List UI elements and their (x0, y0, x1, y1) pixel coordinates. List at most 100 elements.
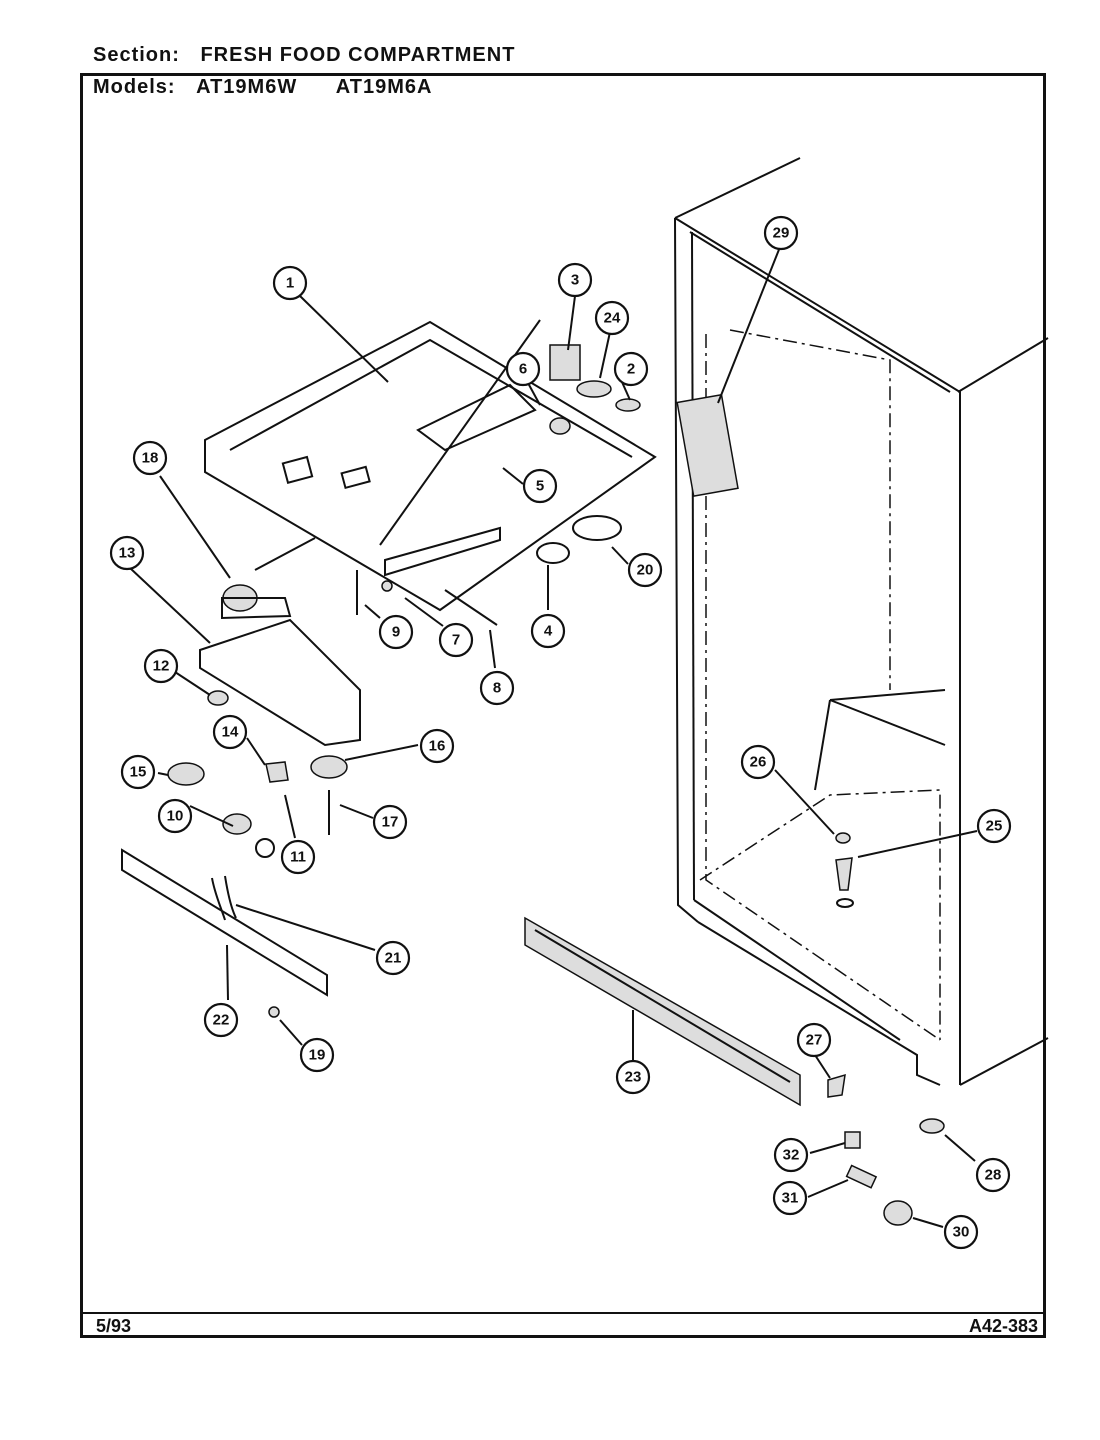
callout-number: 11 (290, 849, 306, 866)
callout-6: 6 (505, 351, 541, 387)
callout-number: 12 (153, 658, 170, 675)
callout-number: 20 (637, 562, 654, 579)
model-number: AT19M6A (335, 76, 433, 98)
callout-20: 20 (627, 552, 663, 588)
callout-22: 22 (203, 1002, 239, 1038)
callout-number: 2 (627, 361, 635, 378)
callout-number: 18 (142, 450, 159, 467)
callout-circle (975, 1157, 1011, 1193)
callout-circle (796, 1022, 832, 1058)
callout-circle (203, 1002, 239, 1038)
callout-circle (375, 940, 411, 976)
callout-number: 3 (571, 272, 579, 289)
diagram-code: A42-383 (968, 1316, 1038, 1336)
callout-number: 32 (783, 1147, 800, 1164)
section-value: FRESH FOOD COMPARTMENT (200, 44, 516, 66)
callout-circle (943, 1214, 979, 1250)
callout-19: 19 (299, 1037, 335, 1073)
models-label: Models: (93, 76, 176, 98)
callout-number: 4 (544, 623, 553, 640)
callout-23: 23 (615, 1059, 651, 1095)
callout-1: 1 (272, 265, 308, 301)
callout-circle (615, 1059, 651, 1095)
callout-number: 28 (985, 1167, 1002, 1184)
callout-4: 4 (530, 613, 566, 649)
callout-28: 28 (975, 1157, 1011, 1193)
callout-circle (976, 808, 1012, 844)
callout-circle (419, 728, 455, 764)
callout-number: 7 (452, 632, 460, 649)
callout-11: 11 (280, 839, 316, 875)
callout-group: 1234567891011121314151617181920212223242… (109, 215, 1012, 1250)
callout-17: 17 (372, 804, 408, 840)
callout-32: 32 (773, 1137, 809, 1173)
callout-9: 9 (378, 614, 414, 650)
section-heading: Section: FRESH FOOD COMPARTMENT (93, 44, 515, 67)
callout-circle (773, 1137, 809, 1173)
callout-number: 29 (773, 225, 790, 242)
callout-21: 21 (375, 940, 411, 976)
callout-number: 24 (604, 310, 621, 327)
callout-number: 6 (519, 361, 527, 378)
light-shield-bar (121, 848, 328, 1018)
callout-number: 13 (119, 545, 136, 562)
callout-circle (505, 351, 541, 387)
light-control-assembly (167, 537, 361, 858)
callout-number: 21 (385, 950, 402, 967)
callout-31: 31 (772, 1180, 808, 1216)
callout-circle (372, 804, 408, 840)
callout-14: 14 (212, 714, 248, 750)
small-hardware (827, 832, 945, 1226)
diagram-frame (80, 73, 1046, 1338)
callout-circle (613, 351, 649, 387)
callout-circle (280, 839, 316, 875)
model-number: AT19M6W (196, 76, 298, 98)
callout-number: 30 (953, 1224, 970, 1241)
callout-10: 10 (157, 798, 193, 834)
callout-circle (157, 798, 193, 834)
callout-circle (522, 468, 558, 504)
callout-circle (143, 648, 179, 684)
callout-5: 5 (522, 468, 558, 504)
callout-circle (557, 262, 593, 298)
callout-16: 16 (419, 728, 455, 764)
callout-number: 26 (750, 754, 767, 771)
callout-number: 27 (806, 1032, 823, 1049)
callout-number: 10 (167, 808, 184, 825)
callout-15: 15 (120, 754, 156, 790)
control-housing (204, 319, 657, 626)
callout-number: 31 (782, 1190, 799, 1207)
callout-number: 25 (986, 818, 1003, 835)
callout-number: 16 (429, 738, 446, 755)
callout-circle (299, 1037, 335, 1073)
callout-12: 12 (143, 648, 179, 684)
callout-number: 8 (493, 680, 501, 697)
callout-number: 19 (309, 1047, 326, 1064)
callout-circle (120, 754, 156, 790)
callout-number: 5 (536, 478, 544, 495)
callout-number: 15 (130, 764, 147, 781)
callout-number: 17 (382, 814, 399, 831)
callout-29: 29 (763, 215, 799, 251)
callout-3: 3 (557, 262, 593, 298)
section-label: Section: (93, 44, 180, 66)
callout-2: 2 (613, 351, 649, 387)
footer-divider (80, 1312, 1046, 1314)
callout-30: 30 (943, 1214, 979, 1250)
cabinet-liner (674, 157, 1049, 1086)
callout-24: 24 (594, 300, 630, 336)
callout-8: 8 (479, 670, 515, 706)
callout-circle (438, 622, 474, 658)
callout-circle (594, 300, 630, 336)
callout-circle (627, 552, 663, 588)
callout-18: 18 (132, 440, 168, 476)
callout-circle (109, 535, 145, 571)
revision-date: 5/93 (96, 1316, 132, 1336)
callout-circle (132, 440, 168, 476)
callout-number: 23 (625, 1069, 642, 1086)
callout-number: 9 (392, 624, 400, 641)
callout-circle (530, 613, 566, 649)
callout-circle (763, 215, 799, 251)
callout-13: 13 (109, 535, 145, 571)
callout-circle (272, 265, 308, 301)
